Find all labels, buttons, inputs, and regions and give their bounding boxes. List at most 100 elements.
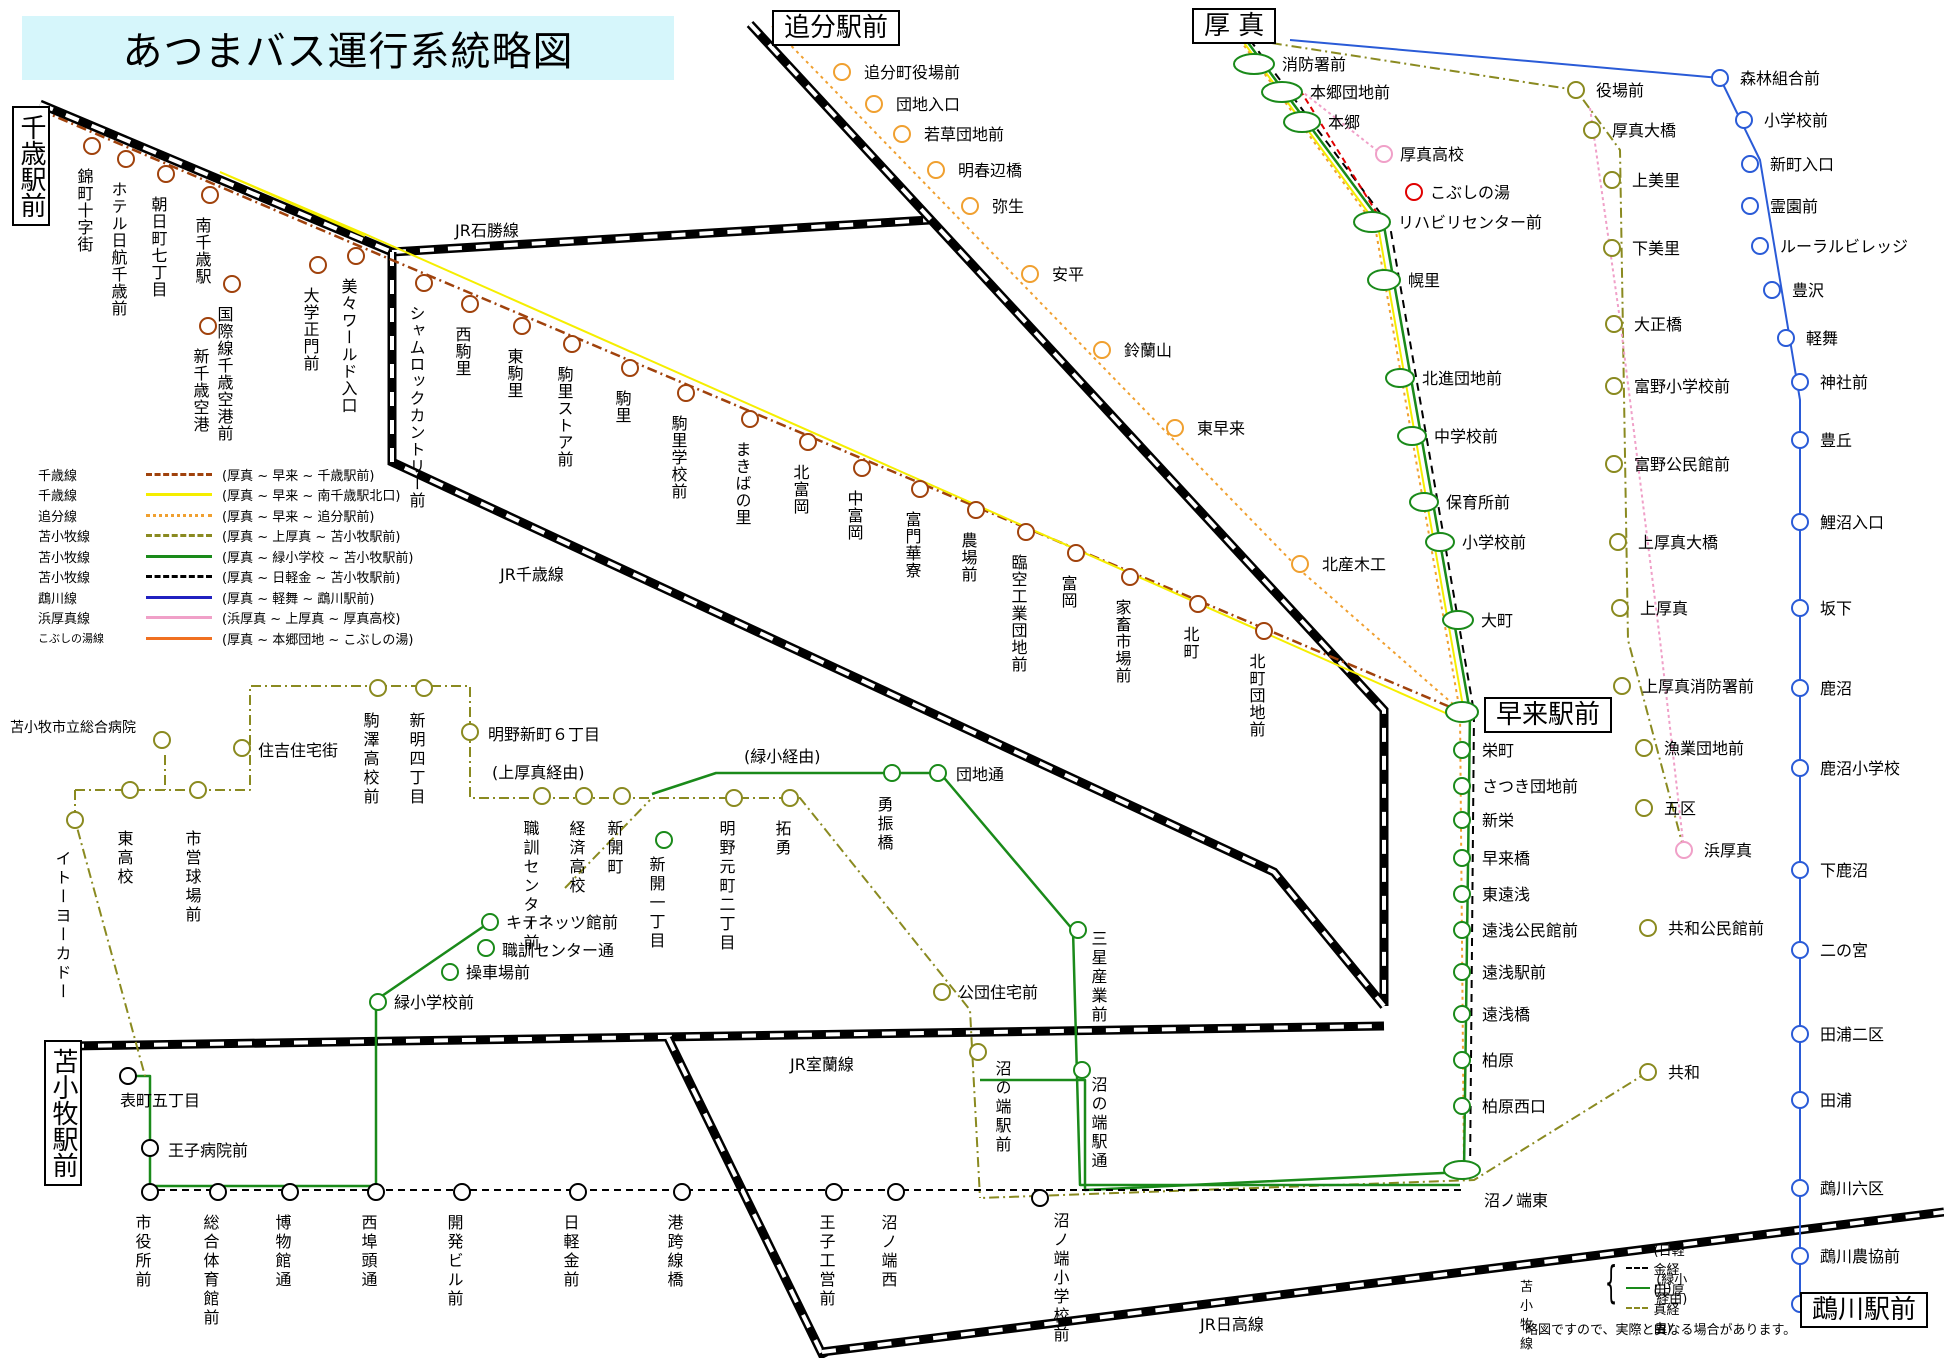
- stop-label-tomakomai-hikaruga: 開発ビル前: [445, 1214, 464, 1309]
- stop-tomakomai-midori: [481, 913, 499, 931]
- stop-tomakomai-kamiatsuma: [415, 679, 433, 697]
- terminal-atsuma[interactable]: 厚 真: [1192, 8, 1277, 44]
- stop-atsuma-trunk: [1409, 492, 1439, 512]
- stop-mukawa: [1791, 1179, 1809, 1197]
- legend-route-name: 千歳線: [38, 468, 78, 484]
- legend-line-swatch: [146, 575, 212, 579]
- rail-line-label: JR千歳線: [499, 565, 564, 584]
- stop-atsuma-trunk: [1385, 368, 1415, 388]
- kamiatsuma-west: [75, 685, 981, 1199]
- stop-chitose: [853, 459, 871, 477]
- stop-tomakomai-midori: [883, 764, 901, 782]
- stop-label-atsuma-trunk: 消防署前: [1282, 55, 1346, 74]
- rail-chitose-upper-dash: [39, 102, 393, 254]
- stop-mukawa: [1791, 1091, 1809, 1109]
- stop-label-atsuma-trunk: 厚真高校: [1400, 145, 1464, 164]
- stop-tomakomai-hikaruga: [281, 1183, 299, 1201]
- stop-label-mukawa: 鹿沼: [1820, 679, 1852, 698]
- stop-chitose: [83, 137, 101, 155]
- stop-label-tomakomai-kamiatsuma: 駒澤高校前: [361, 712, 380, 807]
- stop-label-oiwake: 若草団地前: [924, 125, 1004, 144]
- stop-label-oiwake: 東早来: [1197, 419, 1245, 438]
- legend-route-desc: (厚真 ~ 早来 ~ 千歳駅前): [222, 468, 375, 484]
- stop-label-atsuma-trunk: 幌里: [1408, 271, 1440, 290]
- stop-tomakomai-kamiatsuma: [725, 789, 743, 807]
- stop-mukawa: [1777, 329, 1795, 347]
- stop-kamiatsuma: [1603, 171, 1621, 189]
- stop-tomakomai-hikaruga: [141, 1139, 159, 1157]
- stop-label-mukawa: 豊沢: [1792, 281, 1824, 300]
- stop-label-tomakomai-hikaruga: 王子工営前: [817, 1214, 836, 1309]
- note-item-kamiatsuma: (上厚真経由): [1626, 1284, 1692, 1337]
- stop-label-kamiatsuma: 下美里: [1632, 239, 1680, 258]
- stop-label-mukawa: 神社前: [1820, 373, 1868, 392]
- rail-sekisho-dash: [391, 218, 931, 254]
- stop-tomakomai-kamiatsuma: [461, 723, 479, 741]
- stop-label-mukawa: 鹿沼小学校: [1820, 759, 1900, 778]
- terminal-chitose-station[interactable]: 千歳駅前: [12, 106, 50, 226]
- stop-atsuma-trunk: [1261, 81, 1303, 103]
- stop-label-tomakomai-kamiatsuma: 沼の端駅前: [993, 1060, 1012, 1155]
- stop-chitose: [199, 317, 217, 335]
- stop-chitose: [461, 295, 479, 313]
- chitose-line-2b: [219, 171, 366, 237]
- stop-mukawa: [1791, 1025, 1809, 1043]
- stop-label-kamiatsuma: 共和: [1668, 1063, 1700, 1082]
- oiwake-trunk: [1239, 39, 1465, 1173]
- stop-label-tomakomai-hikaruga: 表町五丁目: [120, 1091, 200, 1110]
- stop-atsuma-trunk: [1397, 426, 1427, 446]
- stop-label-chitose: 国際線千歳空港前: [215, 306, 234, 442]
- stop-label-tomakomai-kamiatsuma: 新明四丁目: [407, 712, 426, 807]
- legend-row: 苫小牧線(厚真 ~ 緑小学校 ~ 苫小牧駅前): [38, 546, 413, 567]
- note-item-hikaruga: (日軽金経由): [1626, 1244, 1692, 1297]
- legend-route-name: 苫小牧線: [38, 571, 91, 587]
- stop-label-kamiatsuma: 漁業団地前: [1664, 739, 1744, 758]
- hamaatsuma-line: [1589, 107, 1685, 851]
- stop-label-tomakomai-midori: 操車場前: [466, 963, 530, 982]
- stop-mukawa: [1791, 759, 1809, 777]
- stop-label-oiwake: 鈴蘭山: [1124, 341, 1172, 360]
- stop-label-tomakomai-kamiatsuma: イトーヨーカドー: [53, 850, 72, 1002]
- stop-label-atsuma-trunk: 中学校前: [1434, 427, 1498, 446]
- stop-label-oiwake: 弥生: [992, 197, 1024, 216]
- stop-label-chitose: 朝日町七丁目: [149, 196, 168, 298]
- stop-label-tomakomai-hikaruga: 博物館通: [273, 1214, 292, 1290]
- stop-label-mukawa: 新町入口: [1770, 155, 1834, 174]
- rail-chitose-south: [387, 252, 1388, 1009]
- stop-hayakita-south: [1453, 963, 1471, 981]
- stop-tomakomai-hikaruga: [673, 1183, 691, 1201]
- terminal-oiwake-station[interactable]: 追分駅前: [772, 10, 901, 46]
- legend-row: 千歳線 (厚真 ~ 早来 ~ 千歳駅前): [38, 464, 413, 485]
- terminal-hayakita-station[interactable]: 早来駅前: [1484, 697, 1613, 733]
- stop-label-chitose: 家畜市場前: [1113, 599, 1132, 684]
- stop-tomakomai-hikaruga: [1031, 1189, 1049, 1207]
- stop-chitose: [911, 480, 929, 498]
- stop-label-kamiatsuma: 上美里: [1632, 171, 1680, 190]
- stop-mukawa: [1791, 599, 1809, 617]
- stop-chitose: [157, 165, 175, 183]
- stop-label-kamiatsuma: 五区: [1664, 799, 1696, 818]
- stop-label-chitose: 臨空工業団地前: [1009, 554, 1028, 673]
- terminal-mukawa-station[interactable]: 鵡川駅前: [1800, 1292, 1929, 1328]
- stop-chitose: [1189, 595, 1207, 613]
- rail-line-label: JR石勝線: [454, 221, 519, 240]
- stop-label-tomakomai-hikaruga: 西埠頭通: [359, 1214, 378, 1290]
- stop-tomakomai-hikaruga: [209, 1183, 227, 1201]
- stop-label-mukawa: 田浦二区: [1820, 1025, 1884, 1044]
- stop-mukawa: [1791, 679, 1809, 697]
- stop-label-chitose: シャムロックカントリー前: [407, 305, 426, 509]
- stop-kamiatsuma: [1639, 1063, 1657, 1081]
- stop-label-hayakita-south: 早来橋: [1482, 849, 1530, 868]
- stop-label-atsuma-trunk: こぶしの湯: [1430, 183, 1510, 202]
- legend-row: 浜厚真線(浜厚真 ~ 上厚真 ~ 厚真高校): [38, 608, 413, 629]
- stop-chitose: [347, 247, 365, 265]
- stop-label-chitose: まきばの里: [733, 441, 752, 526]
- rail-muroran-diag-dash: [666, 1037, 826, 1358]
- stop-mukawa: [1791, 431, 1809, 449]
- stop-label-chitose: 東駒里: [505, 348, 524, 399]
- legend-line-swatch: [146, 595, 212, 599]
- stop-mukawa: [1751, 237, 1769, 255]
- terminal-tomakomai-station[interactable]: 苫小牧駅前: [44, 1040, 82, 1186]
- midori-east: [651, 771, 1460, 1187]
- stop-label-hayakita-south: 遠浅公民館前: [1482, 921, 1578, 940]
